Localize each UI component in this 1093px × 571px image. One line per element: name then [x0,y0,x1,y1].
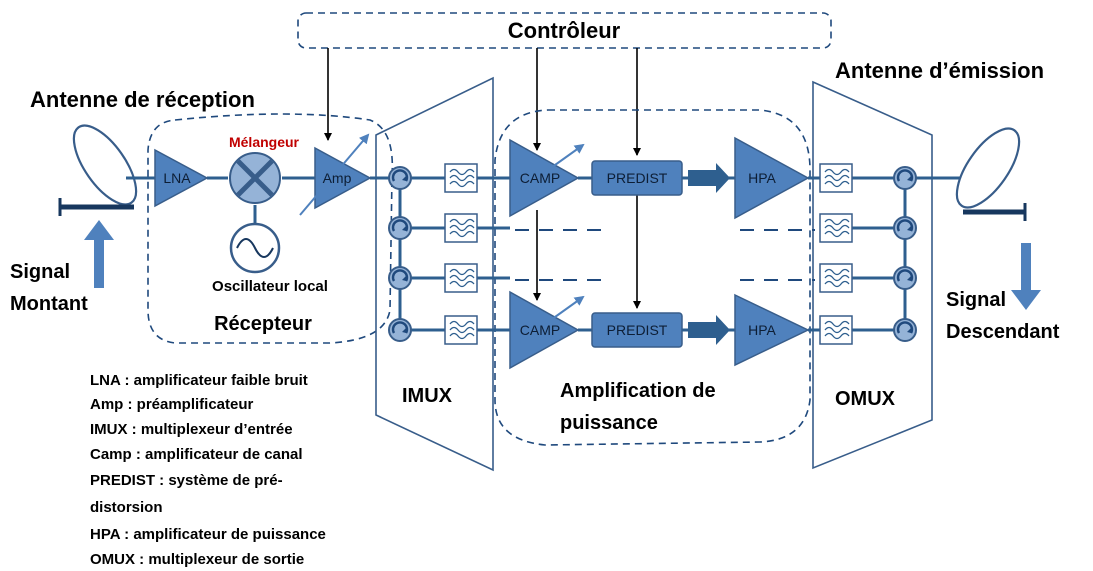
mixer-label: Mélangeur [229,134,300,150]
legend-item: Amp : préamplificateur [90,396,254,413]
legend-item: PREDIST : système de pré- [90,472,283,489]
imux-circulator-icon [387,215,413,241]
controller-label: Contrôleur [508,18,621,43]
camp-label: CAMP [520,322,560,338]
legend-item: IMUX : multiplexeur d’entrée [90,421,293,438]
omux-filter-icon [819,213,853,243]
amplification-label-line1: Amplification de [560,380,716,402]
omux-filter-icon [819,163,853,193]
camp-label: CAMP [520,170,560,186]
predist-label: PREDIST [607,322,668,338]
controller-box: Contrôleur [297,12,832,49]
receiver-signal-line [126,176,392,225]
lna-block: LNA [154,148,209,208]
omux-filter-icon [819,315,853,345]
channel-4-chain: CAMP PREDIST HPA [509,290,820,370]
legend-item: distorsion [90,499,163,516]
imux-circulator-icon [387,317,413,343]
amplification-region [494,109,811,446]
downlink-arrow [1011,243,1041,310]
imux-filter-icon [444,163,478,193]
receiver-region [147,113,394,344]
amplification-label-line2: puissance [560,412,658,434]
rx-antenna-label: Antenne de réception [30,87,255,112]
lna-label: LNA [163,170,191,186]
omux-trapezoid [812,80,933,470]
hpa-label: HPA [748,322,776,338]
omux-label: OMUX [835,388,896,410]
legend-item: LNA : amplificateur faible bruit [90,372,308,389]
receiver-title: Récepteur [214,313,312,335]
downlink-label-line2: Descendant [946,321,1060,343]
tx-antenna-label: Antenne d’émission [835,58,1044,83]
imux-circulator-icon [387,165,413,191]
amp-label: Amp [323,170,352,186]
rx-antenna-icon [58,124,138,216]
omux-circulator-icon [892,215,918,241]
oscillator-icon [229,222,281,274]
channel-dashes [515,229,815,281]
oscillator-label: Oscillateur local [212,278,328,295]
legend: LNA : amplificateur faible bruit Amp : p… [90,372,326,568]
tx-antenna-icon [955,127,1027,221]
imux-label: IMUX [402,385,453,407]
imux-circulator-icon [387,265,413,291]
controller-arrows [324,48,641,309]
imux-filter-icon [444,263,478,293]
legend-item: OMUX : multiplexeur de sortie [90,551,304,568]
omux-filter-icon [819,263,853,293]
uplink-arrow [84,220,114,288]
omux-circulator-icon [892,165,918,191]
legend-item: Camp : amplificateur de canal [90,446,303,463]
downlink-label-line1: Signal [946,289,1006,311]
imux-trapezoid [375,76,494,472]
mixer-icon [229,152,281,204]
imux-internals [398,176,515,332]
imux-filter-icon [444,315,478,345]
predist-label: PREDIST [607,170,668,186]
hpa-label: HPA [748,170,776,186]
uplink-label-line1: Signal [10,261,70,283]
channel-1-chain: CAMP PREDIST HPA [509,136,820,220]
uplink-label-line2: Montant [10,293,88,315]
legend-item: HPA : amplificateur de puissance [90,526,326,543]
omux-circulator-icon [892,317,918,343]
imux-filter-icon [444,213,478,243]
amp-block: Amp [299,133,372,216]
omux-circulator-icon [892,265,918,291]
